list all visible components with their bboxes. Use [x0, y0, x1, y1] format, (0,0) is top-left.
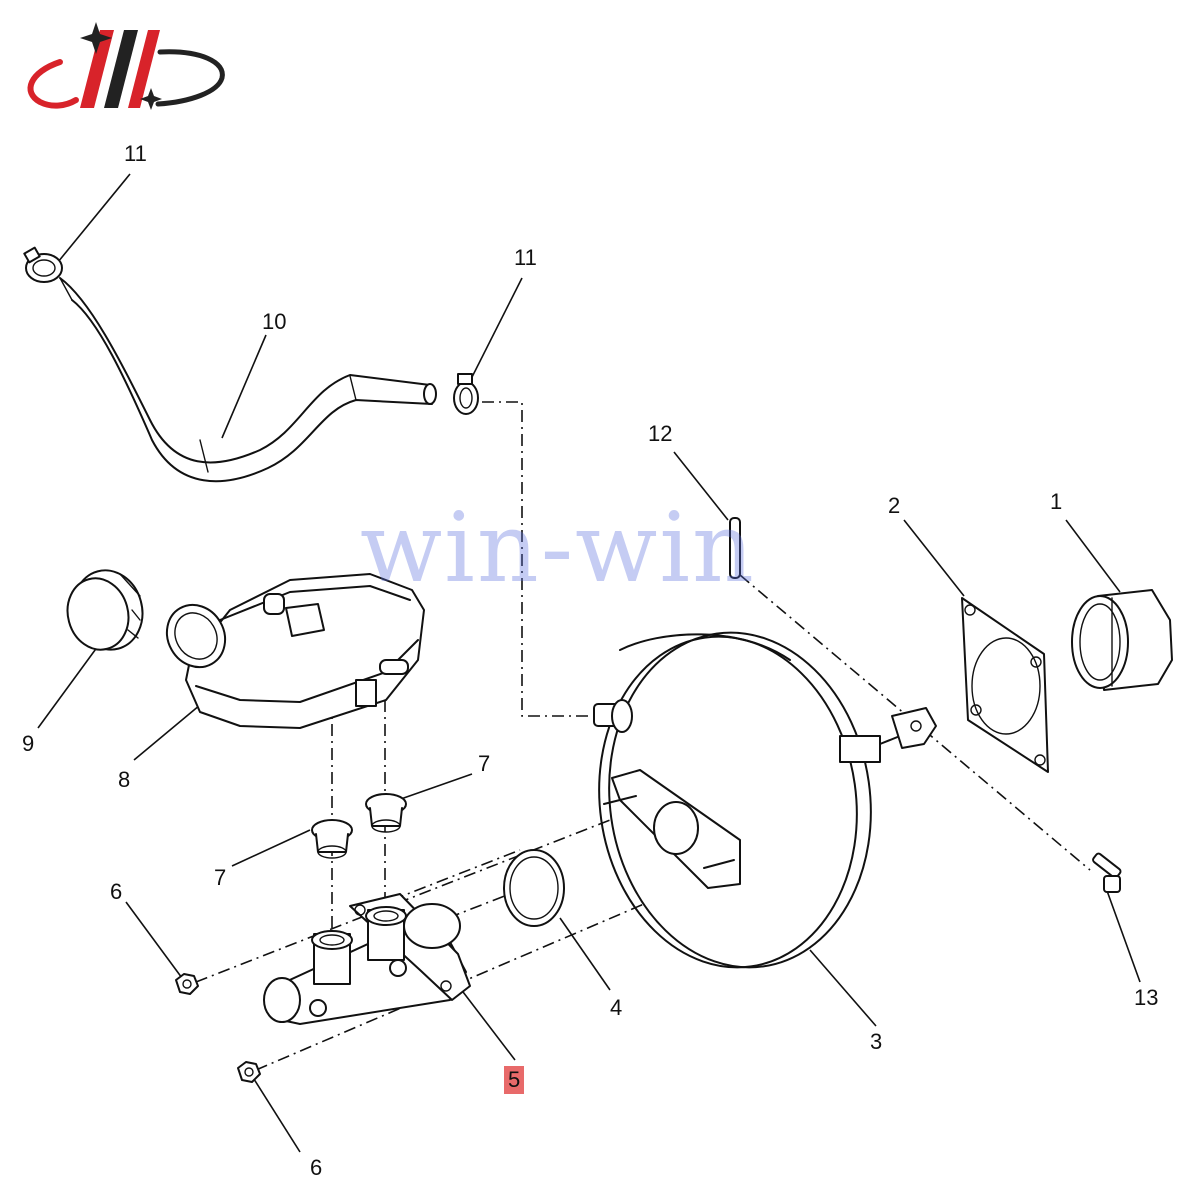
reservoir-grommets [311, 793, 407, 859]
callout-1: 1 [1050, 489, 1063, 514]
brake-booster [593, 631, 901, 969]
callout-10: 10 [262, 309, 287, 334]
hose-clamp-right [453, 373, 479, 415]
seal-ring [503, 849, 565, 927]
vacuum-hose [59, 277, 437, 483]
callout-6-upper: 6 [110, 879, 123, 904]
callout-2: 2 [888, 493, 901, 518]
callout-9: 9 [22, 731, 35, 756]
callout-11-left: 11 [124, 141, 147, 166]
callout-12: 12 [648, 421, 673, 446]
watermark-text: win-win [360, 492, 756, 604]
callout-5-highlighted: 5 [504, 1066, 525, 1094]
clevis-pin [729, 517, 741, 579]
leader-lines [37, 173, 1141, 1153]
hose-clamp-left [23, 246, 63, 283]
callout-7-upper: 7 [478, 751, 491, 776]
clevis-fork [891, 707, 937, 749]
callout-13: 13 [1134, 985, 1159, 1010]
mounting-nuts [175, 973, 261, 1083]
brand-logo-icon [27, 22, 225, 110]
booster-gasket [961, 597, 1049, 773]
callout-7-lower: 7 [214, 865, 227, 890]
callout-4: 4 [610, 995, 623, 1020]
master-cylinder [263, 893, 471, 1025]
callout-11-right: 11 [514, 245, 537, 270]
callout-6-lower: 6 [310, 1155, 323, 1180]
reservoir-cap [66, 569, 144, 651]
booster-boot [1071, 589, 1173, 691]
fluid-reservoir [165, 573, 425, 729]
callout-8: 8 [118, 767, 131, 792]
callout-3: 3 [870, 1029, 883, 1054]
clevis-bolt [1092, 852, 1122, 893]
